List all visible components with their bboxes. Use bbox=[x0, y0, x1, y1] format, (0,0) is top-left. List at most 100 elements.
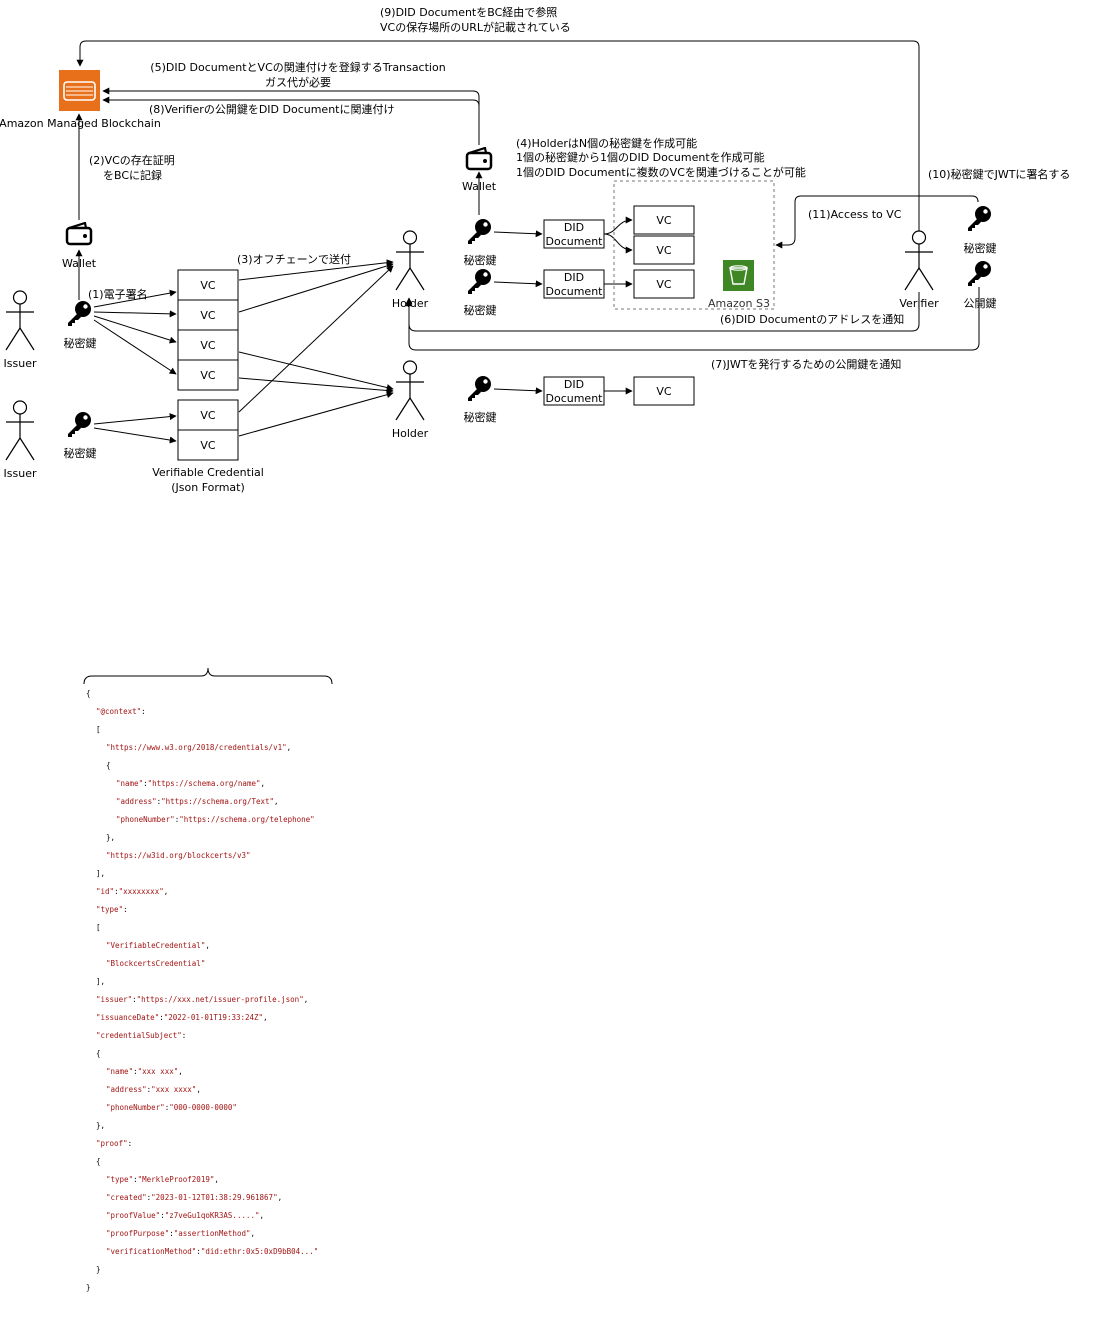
private-key-label-holder-1: 秘密鍵 bbox=[464, 253, 497, 267]
svg-text:Document: Document bbox=[546, 235, 604, 248]
key-icon-holder-3 bbox=[468, 376, 491, 401]
annotation-2-line-1: (2)VCの存在証明 bbox=[89, 153, 175, 167]
svg-text:VC: VC bbox=[656, 214, 672, 227]
key-icon-verifier-private bbox=[968, 206, 991, 231]
annotation-2-line-2: をBCに記録 bbox=[103, 168, 162, 182]
svg-text:DID: DID bbox=[564, 271, 584, 284]
json-line: "phoneNumber":"000-0000-0000" bbox=[106, 1103, 237, 1112]
json-line: "name":"xxx xxx", bbox=[106, 1067, 183, 1076]
annotation-1: (1)電子署名 bbox=[88, 287, 148, 301]
edge-verifier-to-blockchain bbox=[76, 40, 920, 232]
json-line: "proofValue":"z7veGu1qoKR3AS.....", bbox=[106, 1211, 264, 1220]
svg-text:VC: VC bbox=[656, 278, 672, 291]
annotation-11: (11)Access to VC bbox=[808, 208, 902, 221]
issuer-actor-1 bbox=[5, 290, 35, 351]
verifier-label: Verifier bbox=[899, 297, 939, 310]
json-line: "phoneNumber":"https://schema.org/teleph… bbox=[116, 815, 315, 824]
json-line: "proofPurpose":"assertionMethod", bbox=[106, 1229, 255, 1238]
svg-text:Document: Document bbox=[546, 285, 604, 298]
vc-caption-line-2: (Json Format) bbox=[171, 481, 245, 494]
s3-icon bbox=[723, 260, 754, 291]
json-line: "address":"xxx xxxx", bbox=[106, 1085, 201, 1094]
json-line: } bbox=[96, 1265, 101, 1274]
key-icon-verifier-public bbox=[968, 261, 991, 286]
annotation-5-line-1: (5)DID DocumentとVCの関連付けを登録するTransaction bbox=[150, 60, 445, 74]
json-line: "type": bbox=[96, 905, 128, 914]
json-line: }, bbox=[106, 833, 115, 842]
key-icon-issuer-1 bbox=[68, 301, 91, 326]
key-icon-holder-1 bbox=[468, 219, 491, 244]
json-sample: {"@context":["https://www.w3.org/2018/cr… bbox=[86, 689, 318, 1292]
json-line: { bbox=[86, 689, 91, 698]
vc-label: VC bbox=[200, 409, 216, 422]
svg-text:DID: DID bbox=[564, 378, 584, 391]
vc-stack: VC VC VC VC VC VC bbox=[177, 269, 239, 461]
s3-bucket-group bbox=[613, 180, 775, 310]
json-line: "created":"2023-01-12T01:38:29.961867", bbox=[106, 1193, 282, 1202]
private-key-label-issuer-1: 秘密鍵 bbox=[64, 336, 97, 350]
vc-label: VC bbox=[200, 339, 216, 352]
private-key-label-holder-2: 秘密鍵 bbox=[464, 303, 497, 317]
json-line: "VerifiableCredential", bbox=[106, 941, 210, 950]
json-line: { bbox=[106, 761, 111, 770]
annotation-5-line-2: ガス代が必要 bbox=[265, 75, 331, 89]
json-brace bbox=[83, 667, 333, 685]
private-key-label-issuer-2: 秘密鍵 bbox=[64, 446, 97, 460]
json-line: ], bbox=[96, 977, 105, 986]
edge-verifier-key-to-blockchain bbox=[102, 96, 480, 145]
json-line: "id":"xxxxxxxx", bbox=[96, 887, 168, 896]
annotation-9-line-2: VCの保存場所のURLが記載されている bbox=[380, 20, 571, 34]
json-line: "credentialSubject": bbox=[96, 1031, 186, 1040]
json-line: "proof": bbox=[96, 1139, 132, 1148]
vc-label: VC bbox=[200, 369, 216, 382]
wallet-label-issuer: Wallet bbox=[62, 257, 97, 270]
key-icon-holder-2 bbox=[468, 269, 491, 294]
private-key-label-verifier: 秘密鍵 bbox=[964, 241, 997, 255]
json-line: { bbox=[96, 1049, 101, 1058]
blockchain-icon bbox=[59, 70, 100, 111]
did-documents: DID Document DID Document DID Document bbox=[543, 219, 605, 406]
issuer-actor-2 bbox=[5, 400, 35, 461]
issuer-label-2: Issuer bbox=[4, 467, 37, 480]
json-line: [ bbox=[96, 923, 101, 932]
verifier-actor bbox=[904, 230, 934, 291]
vc-label: VC bbox=[200, 309, 216, 322]
json-line: [ bbox=[96, 725, 101, 734]
edge-publickey-to-holder bbox=[405, 287, 980, 351]
issuer-label-1: Issuer bbox=[4, 357, 37, 370]
json-line: "issuer":"https://xxx.net/issuer-profile… bbox=[96, 995, 308, 1004]
vc-label: VC bbox=[200, 279, 216, 292]
holder-label-1: Holder bbox=[392, 297, 429, 310]
edges bbox=[75, 40, 980, 444]
wallet-label-holder: Wallet bbox=[462, 180, 497, 193]
s3-label: Amazon S3 bbox=[708, 297, 770, 310]
json-line: "BlockcertsCredential" bbox=[106, 959, 205, 968]
svg-text:Document: Document bbox=[546, 392, 604, 405]
annotation-3: (3)オフチェーンで送付 bbox=[237, 252, 351, 266]
svg-text:VC: VC bbox=[656, 244, 672, 257]
annotation-6: (6)DID Documentのアドレスを通知 bbox=[720, 312, 904, 326]
json-line: "issuanceDate":"2022-01-01T19:33:24Z", bbox=[96, 1013, 268, 1022]
holder-actor-2 bbox=[395, 360, 425, 421]
wallet-icon-issuer bbox=[65, 222, 93, 246]
json-line: { bbox=[96, 1157, 101, 1166]
public-key-label-verifier: 公開鍵 bbox=[964, 296, 997, 310]
json-line: "name":"https://schema.org/name", bbox=[116, 779, 265, 788]
annotation-8: (8)Verifierの公開鍵をDID Documentに関連付け bbox=[149, 102, 395, 116]
json-line: "https://w3id.org/blockcerts/v3" bbox=[106, 851, 251, 860]
vc-label: VC bbox=[200, 439, 216, 452]
holder-vc-boxes: VC VC VC VC bbox=[633, 205, 695, 406]
edge-holder-wallet-to-blockchain bbox=[102, 87, 480, 145]
private-key-label-holder-3: 秘密鍵 bbox=[464, 410, 497, 424]
blockchain-label: Amazon Managed Blockchain bbox=[0, 117, 161, 130]
wallet-icon-holder bbox=[465, 147, 493, 171]
annotation-7: (7)JWTを発行するための公開鍵を通知 bbox=[711, 357, 901, 371]
svg-text:DID: DID bbox=[564, 221, 584, 234]
annotation-4-line-1: (4)HolderはN個の秘密鍵を作成可能 bbox=[516, 136, 697, 150]
json-line: "address":"https://schema.org/Text", bbox=[116, 797, 279, 806]
annotation-10: (10)秘密鍵でJWTに署名する bbox=[928, 167, 1070, 181]
annotation-4-line-2: 1個の秘密鍵から1個のDID Documentを作成可能 bbox=[516, 150, 765, 164]
annotation-9-line-1: (9)DID DocumentをBC経由で参照 bbox=[380, 5, 557, 19]
annotation-4-line-3: 1個のDID Documentに複数のVCを関連づけることが可能 bbox=[516, 165, 806, 179]
